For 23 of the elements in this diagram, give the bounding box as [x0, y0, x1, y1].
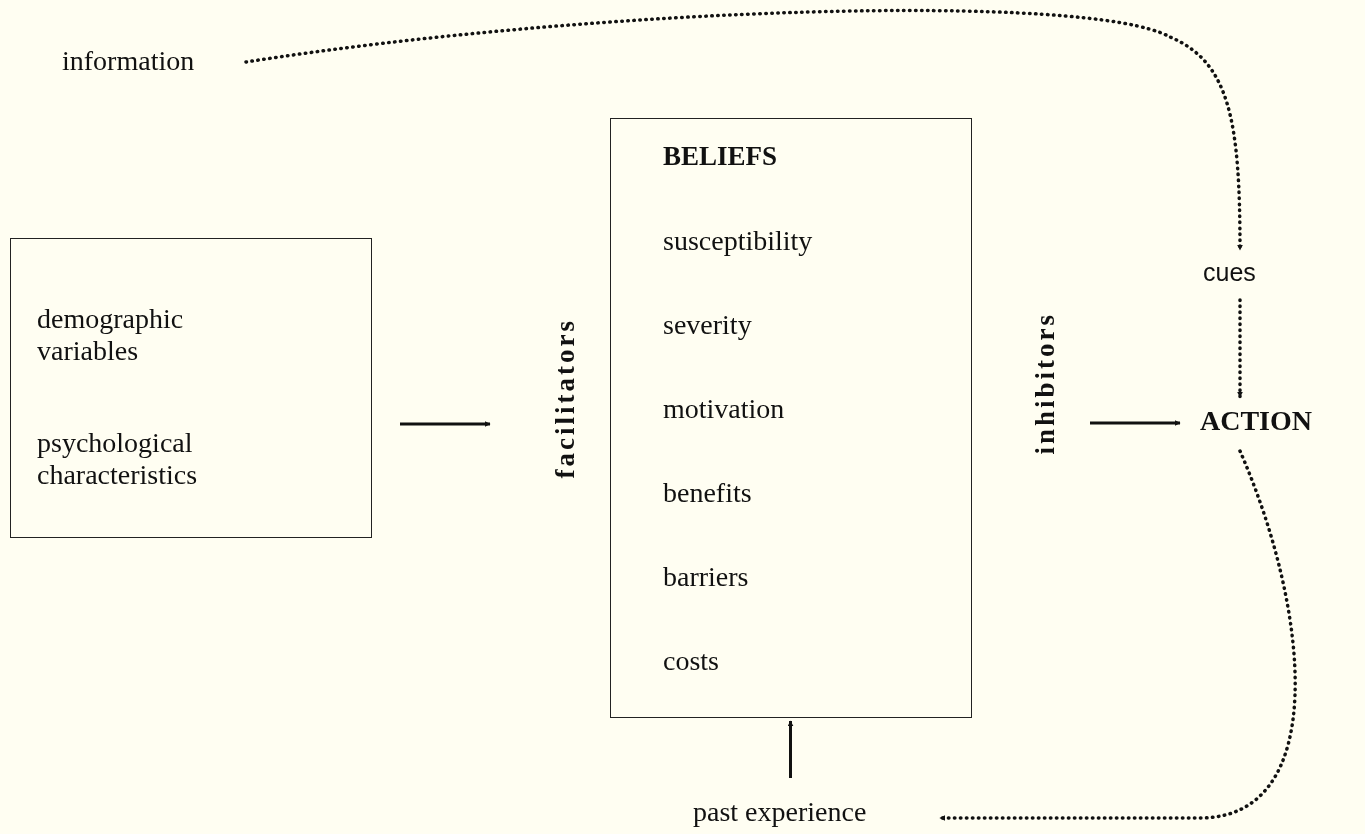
dotted-arrow — [244, 8, 1243, 252]
arrow — [787, 720, 794, 778]
box-text: psychological characteristics — [37, 427, 199, 492]
box-text: motivation — [663, 393, 785, 426]
box-text: severity — [663, 309, 752, 342]
box-text: benefits — [663, 477, 752, 510]
box-text: barriers — [663, 561, 749, 594]
node-label: ACTION — [1200, 405, 1312, 438]
arrow — [400, 421, 491, 427]
text-box — [610, 118, 972, 718]
arrow — [1090, 420, 1181, 426]
vertical-label: inhibitors — [1032, 312, 1059, 455]
dotted-arrow — [1237, 298, 1243, 399]
box-text: susceptibility — [663, 225, 813, 258]
text-box — [10, 238, 372, 538]
box-text: costs — [663, 645, 719, 678]
dotted-arrow — [938, 449, 1297, 821]
vertical-label: facilitators — [552, 318, 579, 479]
node-label: past experience — [693, 796, 867, 829]
node-label: information — [62, 45, 195, 78]
node-label: cues — [1203, 258, 1256, 287]
box-text: demographic variables — [37, 303, 185, 368]
box-heading: BELIEFS — [663, 141, 778, 173]
